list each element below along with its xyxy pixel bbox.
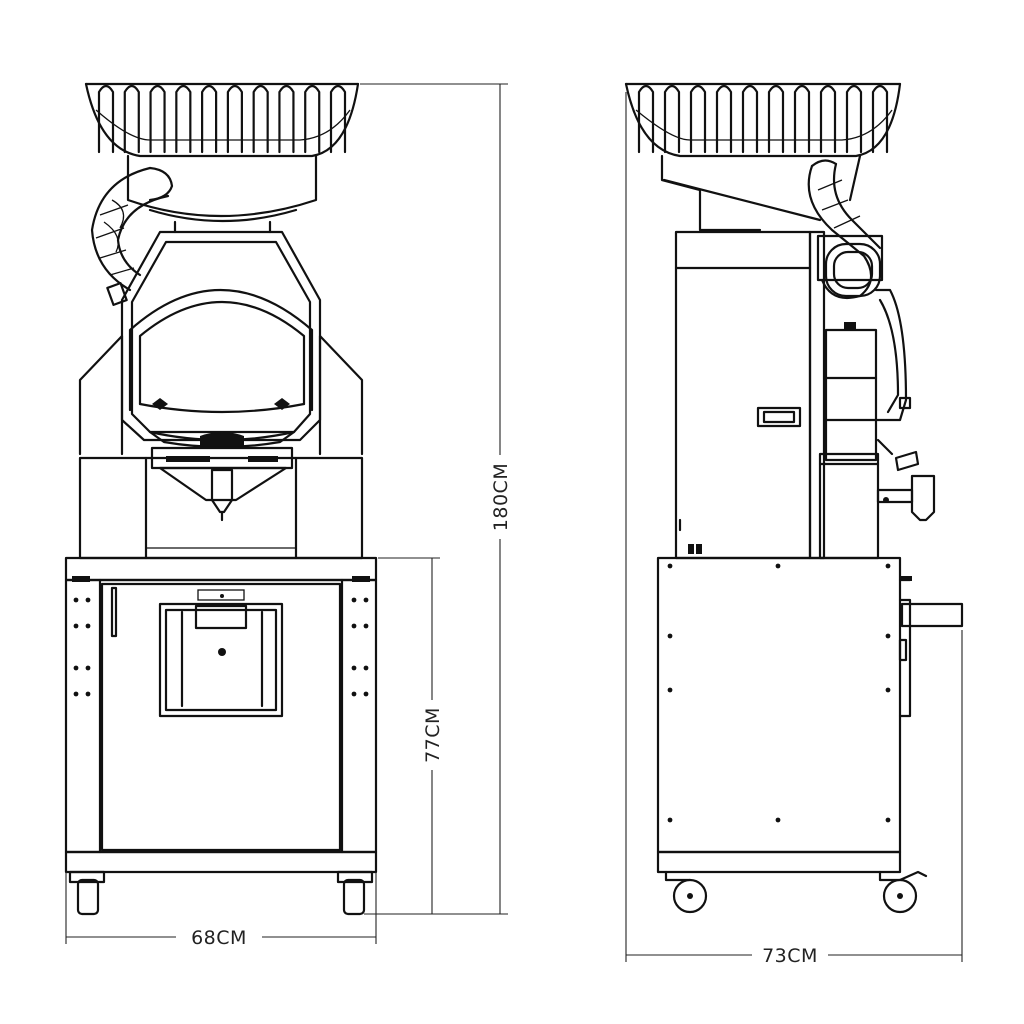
basket-rib (329, 84, 347, 154)
front-cabinet (64, 556, 378, 874)
screw (363, 597, 369, 603)
screw (667, 817, 673, 823)
basket-rib (819, 84, 837, 154)
screw (363, 691, 369, 697)
basket-rib (715, 84, 733, 154)
screw (775, 563, 781, 569)
dim-label-side-width: 73CM (762, 945, 818, 967)
side-fruit-basket (624, 82, 902, 158)
front-peel-chute (90, 166, 174, 306)
side-view (624, 82, 964, 914)
screw (667, 563, 673, 569)
basket-rib (252, 84, 269, 154)
screw (363, 623, 369, 629)
screw (351, 665, 357, 671)
front-hopper (126, 154, 318, 234)
basket-rib (845, 84, 863, 154)
screw (85, 691, 91, 697)
basket-rib (278, 84, 295, 154)
basket-rib (689, 84, 707, 154)
screw (351, 691, 357, 697)
basket-rib (767, 84, 785, 154)
side-casters (664, 870, 928, 914)
dim-label-cabinet-height: 77CM (422, 707, 444, 763)
screw (363, 665, 369, 671)
basket-rib (123, 84, 140, 154)
basket-rib (304, 84, 321, 154)
front-upper-body (78, 432, 364, 560)
screw (667, 687, 673, 693)
front-casters (68, 870, 374, 916)
screw (667, 633, 673, 639)
screw (73, 597, 79, 603)
screw (885, 687, 891, 693)
front-side-wings (78, 334, 364, 456)
front-fruit-basket (84, 82, 360, 158)
basket-rib (149, 84, 166, 154)
basket-rib (201, 84, 218, 154)
side-squeezer-unit (818, 288, 936, 560)
screw (885, 817, 891, 823)
side-hopper (660, 154, 862, 232)
screw (885, 633, 891, 639)
basket-rib (226, 84, 243, 154)
basket-rib (97, 84, 115, 154)
screw (885, 563, 891, 569)
side-cabinet (656, 556, 964, 874)
screw (85, 665, 91, 671)
screw (73, 665, 79, 671)
screw (351, 623, 357, 629)
basket-rib (663, 84, 681, 154)
screw (351, 597, 357, 603)
screw (73, 623, 79, 629)
dim-label-total-height: 180CM (490, 463, 512, 531)
screw (85, 623, 91, 629)
front-view (64, 82, 378, 916)
side-main-body (674, 230, 826, 560)
basket-rib (871, 84, 889, 154)
basket-rib (175, 84, 192, 154)
basket-rib (741, 84, 759, 154)
side-peel-chute (807, 159, 884, 300)
dim-label-front-width: 68CM (191, 927, 247, 949)
basket-rib (793, 84, 811, 154)
screw (73, 691, 79, 697)
basket-rib (637, 84, 655, 154)
front-squeezer-head (120, 230, 322, 449)
screw (775, 817, 781, 823)
screw (85, 597, 91, 603)
